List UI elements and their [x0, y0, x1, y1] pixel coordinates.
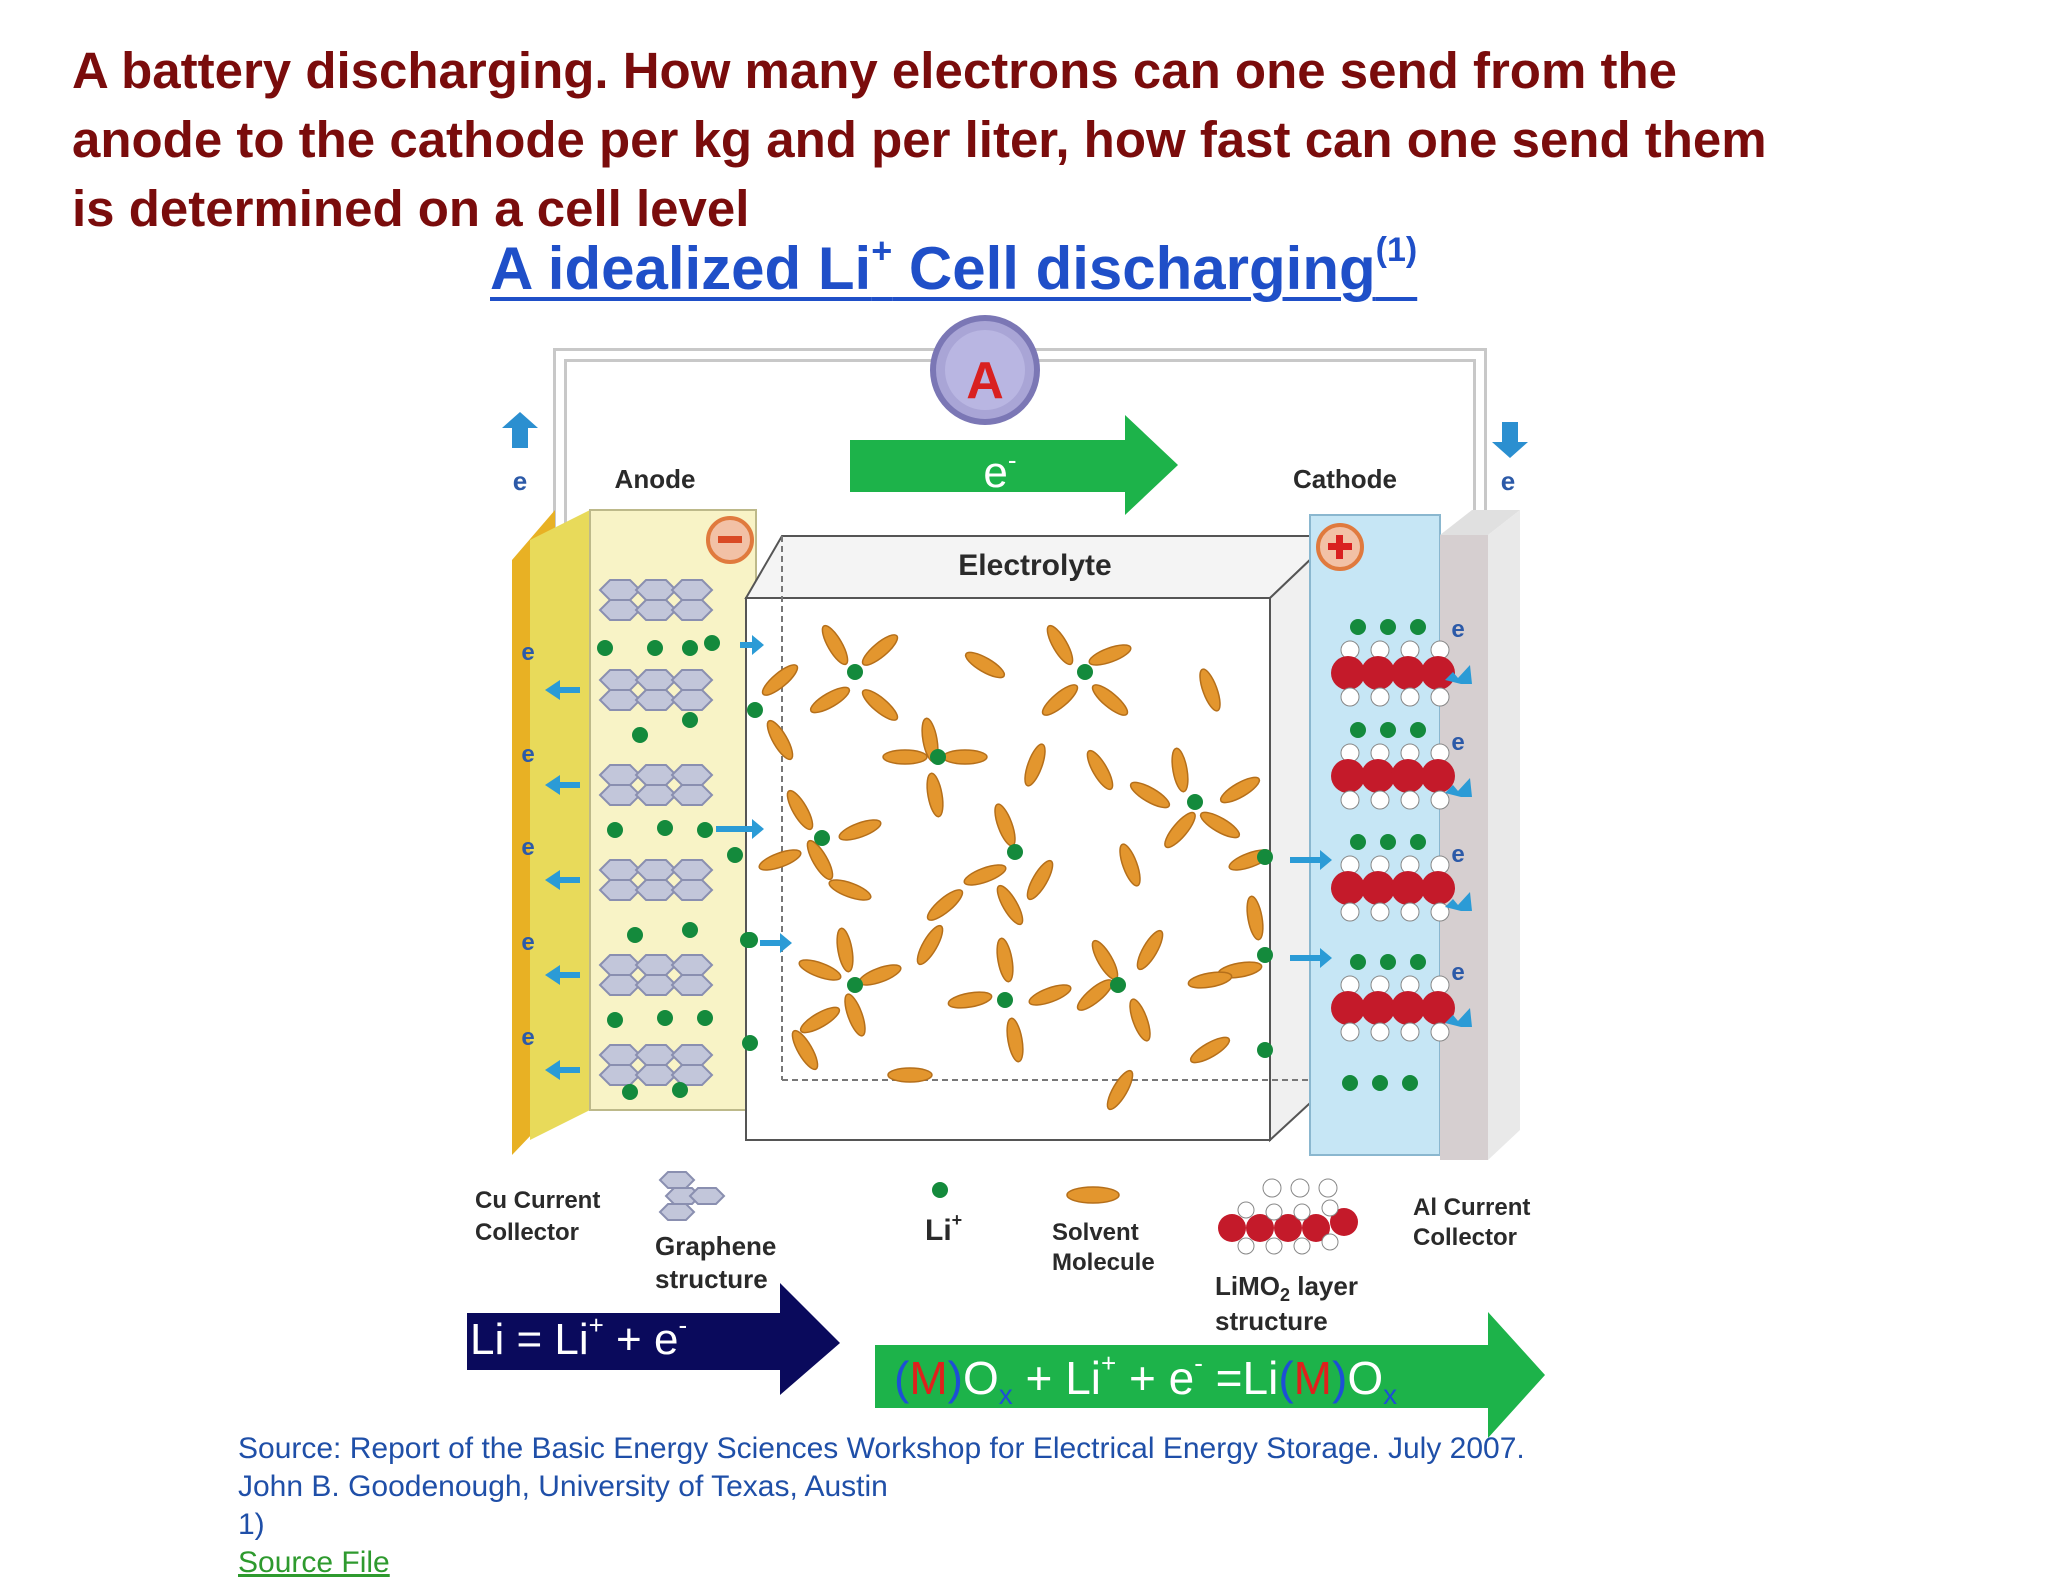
electrolyte-label: Electrolyte — [958, 549, 1111, 582]
cu-electron-symbol-1: e — [521, 639, 534, 666]
cu-electron-symbol-5: e — [521, 1024, 534, 1051]
anode-eq-sup2: - — [678, 1310, 688, 1340]
cathode-eq-o2: O — [1347, 1352, 1384, 1404]
arrow-up-icon — [502, 412, 538, 448]
limo2-layers — [1331, 619, 1455, 1091]
al-electron-symbol-4: e — [1451, 959, 1464, 986]
source-line-3: 1) Source File — [238, 1506, 1525, 1582]
legend-al-line1: Al Current — [1413, 1194, 1530, 1221]
cathode-eq-mid2: + e — [1116, 1352, 1195, 1404]
al-electron-symbol-1: e — [1451, 616, 1464, 643]
legend-limo2-line1-wrap: LiMO2 layer — [1215, 1271, 1358, 1305]
legend-li-ion: Li — [925, 1214, 952, 1247]
title-reference: (1) — [1375, 231, 1418, 269]
ammeter: A — [930, 315, 1040, 425]
electron-flow-arrow: e- — [850, 415, 1178, 515]
anode-reaction-arrow — [467, 1283, 840, 1395]
anode-eq-a: Li = Li — [470, 1315, 589, 1364]
legend: Cu Current Collector Graphene structure … — [475, 1171, 1530, 1336]
svg-text:e-: e- — [983, 445, 1016, 497]
cathode-eq-o1: O — [962, 1352, 999, 1404]
li-ion-flow-arrows — [716, 635, 1332, 968]
cathode-eq-sup1: + — [1101, 1348, 1117, 1378]
legend-solvent-icon — [1066, 1186, 1120, 1204]
al-electron-symbol-2: e — [1451, 729, 1464, 756]
legend-al-line2: Collector — [1413, 1224, 1517, 1251]
legend-solvent-line2: Molecule — [1052, 1249, 1155, 1276]
anode-eq-b: + e — [603, 1315, 679, 1364]
cathode-eq-x2: x — [1383, 1379, 1398, 1410]
cathode-eq-mid: + Li — [1012, 1352, 1101, 1404]
battery-cell-diagram: A e- e e Anode Cathode Electrolyte — [467, 315, 1545, 1438]
cathode-eq-p2: ) — [947, 1352, 963, 1404]
cu-collector-electrons: e e e e e — [521, 639, 580, 1080]
anode-reaction-equation: Li = Li+ + e- — [470, 1310, 687, 1370]
source-line-1: Source: Report of the Basic Energy Scien… — [238, 1432, 1525, 1465]
cathode-eq-sup2: - — [1194, 1348, 1203, 1378]
electron-arrow-sup: - — [1008, 445, 1017, 475]
heading-line-3: is determined on a cell level — [72, 180, 750, 237]
electrolyte-li-ions — [742, 664, 1273, 1058]
al-collector-electrons: e e e e — [1445, 616, 1472, 1027]
cathode-electron-symbol: e — [1501, 466, 1515, 496]
source-file-link[interactable]: Source File — [238, 1546, 390, 1579]
al-current-collector — [1440, 510, 1520, 1160]
legend-li-ion-icon — [932, 1182, 948, 1198]
source-line-3-prefix: 1) — [238, 1508, 265, 1541]
cathode-eq-p4: ) — [1331, 1352, 1348, 1404]
title-prefix: A idealized Li — [490, 235, 872, 302]
legend-solvent-line1: Solvent — [1052, 1219, 1139, 1246]
legend-li-ion-wrap: Li+ — [925, 1210, 962, 1247]
slide-heading: A battery discharging. How many electron… — [72, 36, 2012, 243]
source-line-2: John B. Goodenough, University of Texas,… — [238, 1470, 888, 1503]
legend-limo2-line1-end: layer — [1290, 1271, 1358, 1301]
electrolyte-box — [744, 533, 1338, 1143]
legend-limo2-line1: LiMO — [1215, 1271, 1280, 1301]
cathode-eq-x1: x — [998, 1379, 1013, 1410]
legend-cu-line2: Collector — [475, 1219, 579, 1246]
title-suffix: Cell discharging — [892, 235, 1376, 302]
positive-terminal-icon — [1316, 523, 1364, 571]
legend-graphene-line2: structure — [655, 1264, 768, 1294]
legend-cu-line1: Cu Current — [475, 1187, 600, 1214]
ammeter-label: A — [966, 352, 1004, 410]
graphene-layers — [598, 579, 714, 1086]
diagram-title: A idealized Li+ Cell discharging(1) — [490, 231, 1418, 304]
solvent-molecules — [758, 624, 1272, 1111]
anode-electron-symbol: e — [513, 466, 527, 496]
cu-electron-symbol-2: e — [521, 741, 534, 768]
cathode-reaction-arrow — [875, 1312, 1545, 1438]
anode-label: Anode — [615, 464, 696, 494]
legend-limo2-line2: structure — [1215, 1306, 1328, 1336]
legend-li-ion-sup: + — [952, 1210, 963, 1230]
al-electron-symbol-3: e — [1451, 841, 1464, 868]
cathode-reaction-equation: (M)Ox + Li+ + e- =Li(M)Ox — [894, 1346, 1397, 1410]
cathode-eq-m1: M — [909, 1352, 948, 1404]
electron-arrow-label: e — [983, 448, 1007, 497]
legend-limo2-icon — [1218, 1178, 1358, 1255]
cathode-label: Cathode — [1293, 464, 1397, 494]
cu-electron-symbol-4: e — [521, 929, 534, 956]
cathode-eq-eq: =Li — [1202, 1352, 1279, 1404]
source-citation: Source: Report of the Basic Energy Scien… — [238, 1430, 1525, 1582]
cathode-eq-p1: ( — [894, 1352, 910, 1404]
title-superscript: + — [871, 230, 893, 271]
legend-limo2-sub: 2 — [1280, 1285, 1290, 1305]
heading-line-2: anode to the cathode per kg and per lite… — [72, 111, 1767, 168]
anode-eq-sup1: + — [588, 1310, 604, 1340]
legend-graphene-line1: Graphene — [655, 1231, 776, 1261]
negative-terminal-icon — [706, 516, 754, 564]
cu-current-collector — [512, 510, 590, 1155]
cu-electron-symbol-3: e — [521, 834, 534, 861]
arrow-down-icon — [1492, 422, 1528, 458]
legend-graphene-icon — [658, 1171, 726, 1221]
cathode-eq-p3: ( — [1278, 1352, 1294, 1404]
cathode-eq-m2: M — [1293, 1352, 1332, 1404]
heading-line-1: A battery discharging. How many electron… — [72, 42, 1677, 99]
